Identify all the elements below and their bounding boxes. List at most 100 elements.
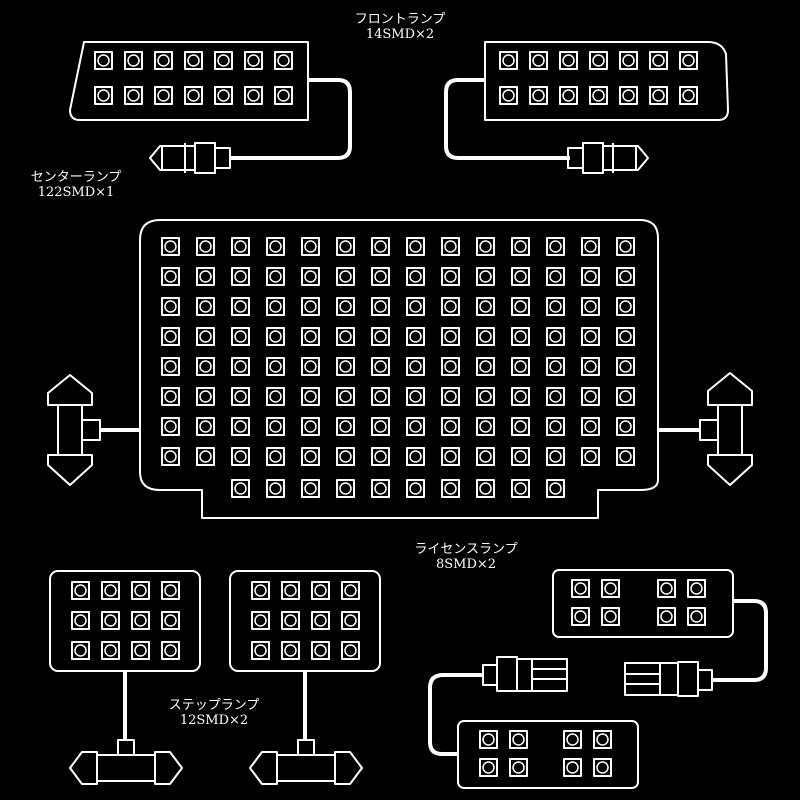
smd-led <box>563 758 582 777</box>
smd-led <box>231 267 250 286</box>
smd-led <box>161 327 180 346</box>
license-lamp-bottom-plug <box>482 656 568 692</box>
smd-led <box>441 387 460 406</box>
smd-led <box>371 267 390 286</box>
smd-led <box>529 51 548 70</box>
front-lamp-left-plug <box>149 142 231 174</box>
smd-led <box>336 237 355 256</box>
smd-led <box>231 327 250 346</box>
smd-led <box>101 611 120 630</box>
smd-led <box>581 357 600 376</box>
smd-led <box>196 387 215 406</box>
smd-led <box>601 607 620 626</box>
smd-led <box>657 579 676 598</box>
license-lamp-top-board <box>552 569 734 638</box>
smd-led <box>266 237 285 256</box>
smd-led <box>441 479 460 498</box>
smd-led <box>616 447 635 466</box>
step-lamp-right-leds <box>251 581 360 660</box>
smd-led <box>154 86 173 105</box>
smd-led <box>619 86 638 105</box>
license-lamp-top-leds-a <box>571 579 620 626</box>
smd-led <box>71 611 90 630</box>
smd-led <box>559 51 578 70</box>
smd-led <box>441 417 460 436</box>
smd-led <box>479 758 498 777</box>
smd-led <box>266 267 285 286</box>
smd-led <box>214 86 233 105</box>
smd-led <box>571 607 590 626</box>
smd-led <box>266 297 285 316</box>
smd-led <box>581 297 600 316</box>
license-lamp-bottom-cable <box>428 673 483 756</box>
smd-led <box>336 327 355 346</box>
smd-led <box>244 51 263 70</box>
front-lamp-right-board <box>484 41 729 121</box>
smd-led <box>161 237 180 256</box>
smd-led <box>476 297 495 316</box>
step-lamp-spec: 12SMD×2 <box>179 713 249 728</box>
smd-led <box>371 417 390 436</box>
smd-led <box>266 327 285 346</box>
smd-led <box>161 641 180 660</box>
smd-led <box>196 297 215 316</box>
smd-led <box>476 357 495 376</box>
smd-led <box>281 611 300 630</box>
smd-led <box>161 581 180 600</box>
smd-led <box>371 297 390 316</box>
smd-led <box>266 357 285 376</box>
smd-led <box>581 387 600 406</box>
smd-led <box>546 267 565 286</box>
smd-led <box>511 387 530 406</box>
smd-led <box>406 447 425 466</box>
smd-led <box>371 237 390 256</box>
center-lamp-board <box>139 219 659 519</box>
license-lamp-top <box>552 569 768 697</box>
smd-led <box>649 86 668 105</box>
smd-led <box>476 447 495 466</box>
smd-led <box>441 237 460 256</box>
smd-led <box>546 417 565 436</box>
license-lamp-top-leds-b <box>657 579 706 626</box>
smd-led <box>161 297 180 316</box>
smd-led <box>406 327 425 346</box>
front-lamp-label: フロントランプ 14SMD×2 <box>338 12 462 42</box>
center-lamp-left-connector <box>47 374 140 486</box>
smd-led <box>266 417 285 436</box>
smd-led <box>406 237 425 256</box>
smd-led <box>101 641 120 660</box>
smd-led <box>311 611 330 630</box>
smd-led <box>266 479 285 498</box>
smd-led <box>406 417 425 436</box>
smd-led <box>161 417 180 436</box>
smd-led <box>616 327 635 346</box>
smd-led <box>231 417 250 436</box>
smd-led <box>131 611 150 630</box>
smd-led <box>336 357 355 376</box>
center-lamp-right-connector <box>658 372 753 486</box>
smd-led <box>124 51 143 70</box>
smd-led <box>336 387 355 406</box>
smd-led <box>301 237 320 256</box>
smd-led <box>71 641 90 660</box>
smd-led <box>616 267 635 286</box>
smd-led <box>479 730 498 749</box>
smd-led <box>476 417 495 436</box>
license-lamp-bottom-leds-a <box>479 730 528 777</box>
smd-led <box>499 51 518 70</box>
step-lamp-left <box>49 570 201 785</box>
center-lamp-spec: 122SMD×1 <box>37 185 115 200</box>
smd-led <box>184 51 203 70</box>
front-lamp-left <box>69 41 352 174</box>
center-lamp-name: センターランプ <box>30 170 122 185</box>
smd-led <box>546 387 565 406</box>
smd-led <box>161 447 180 466</box>
smd-led <box>406 357 425 376</box>
smd-led <box>161 357 180 376</box>
smd-led <box>616 297 635 316</box>
smd-led <box>581 267 600 286</box>
smd-led <box>301 417 320 436</box>
smd-led <box>131 641 150 660</box>
step-lamp-label: ステップランプ 12SMD×2 <box>152 698 276 728</box>
